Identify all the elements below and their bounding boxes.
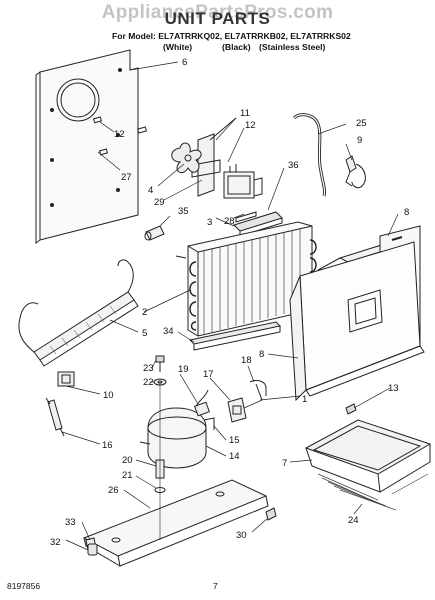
callout-30: 30 [236,530,247,541]
document-number: 8197856 [7,581,41,591]
sensor [345,155,366,189]
callout-22: 22 [143,377,154,388]
callout-14: 14 [229,451,240,462]
callout-23: 23 [143,363,154,374]
fan-blade [171,142,202,174]
variant-stainless: (Stainless Steel) [259,42,326,52]
callouts: 6 11 12 12 25 9 27 36 4 29 28 35 3 8 2 5… [50,57,409,548]
page-number: 7 [213,581,218,591]
callout-19: 19 [178,364,189,375]
callout-21: 21 [122,470,133,481]
condenser [175,221,317,337]
front-panel [289,241,425,402]
compressor [139,389,215,469]
callout-15: 15 [229,435,240,446]
fan-motor [223,164,263,199]
callout-4: 4 [148,185,153,196]
callout-11: 11 [240,108,250,119]
watermark: AppliancePartsPros.com [101,2,334,23]
screw-23 [155,355,165,372]
callout-25: 25 [356,118,367,129]
callout-5: 5 [142,328,147,339]
callout-3: 3 [207,217,212,228]
callout-7: 7 [282,458,287,469]
condenser-pad [233,211,283,237]
fan-bracket [191,133,221,197]
callout-17: 17 [203,369,214,380]
callout-35: 35 [178,206,189,217]
callout-1: 1 [302,394,307,405]
callout-27: 27 [121,172,132,183]
base-rail [188,321,282,351]
callout-2: 2 [142,307,147,318]
callout-29: 29 [154,197,165,208]
callout-9: 9 [357,135,362,146]
drier [144,225,165,241]
base-plate [82,479,269,567]
clip-18 [249,379,267,401]
callout-24: 24 [348,515,359,526]
callout-6: 6 [182,57,187,68]
callout-12-left: 12 [114,129,125,140]
callout-33: 33 [65,517,76,528]
callout-26: 26 [108,485,119,496]
foot-32 [87,543,98,556]
callout-12-upper: 12 [245,120,256,131]
drain-pan [304,419,432,511]
callout-13: 13 [388,383,399,394]
callout-8-lower: 8 [259,349,264,360]
callout-18: 18 [241,355,252,366]
model-line: For Model: EL7ATRRKQ02, EL7ATRRKB02, EL7… [112,31,351,41]
start-relay-17 [227,397,247,423]
leader-lines [61,61,399,551]
callout-34: 34 [163,326,174,337]
callout-16: 16 [102,440,113,451]
callout-8-upper: 8 [404,207,409,218]
screw-30 [265,507,277,521]
callout-28: 28 [224,216,235,227]
capacitor-16 [45,397,65,437]
back-panel [35,49,147,244]
relay-10 [57,371,75,387]
tubing [292,113,326,197]
callout-20: 20 [122,455,133,466]
callout-32: 32 [50,537,61,548]
bracket-28 [235,211,257,223]
callout-10: 10 [103,390,114,401]
bolt-13 [345,403,357,415]
heater [18,259,139,367]
callout-36: 36 [288,160,299,171]
variant-white: (White) [163,42,193,52]
variant-black: (Black) [222,42,251,52]
page-title: UNIT PARTS [164,9,271,28]
overload-19 [194,401,210,417]
